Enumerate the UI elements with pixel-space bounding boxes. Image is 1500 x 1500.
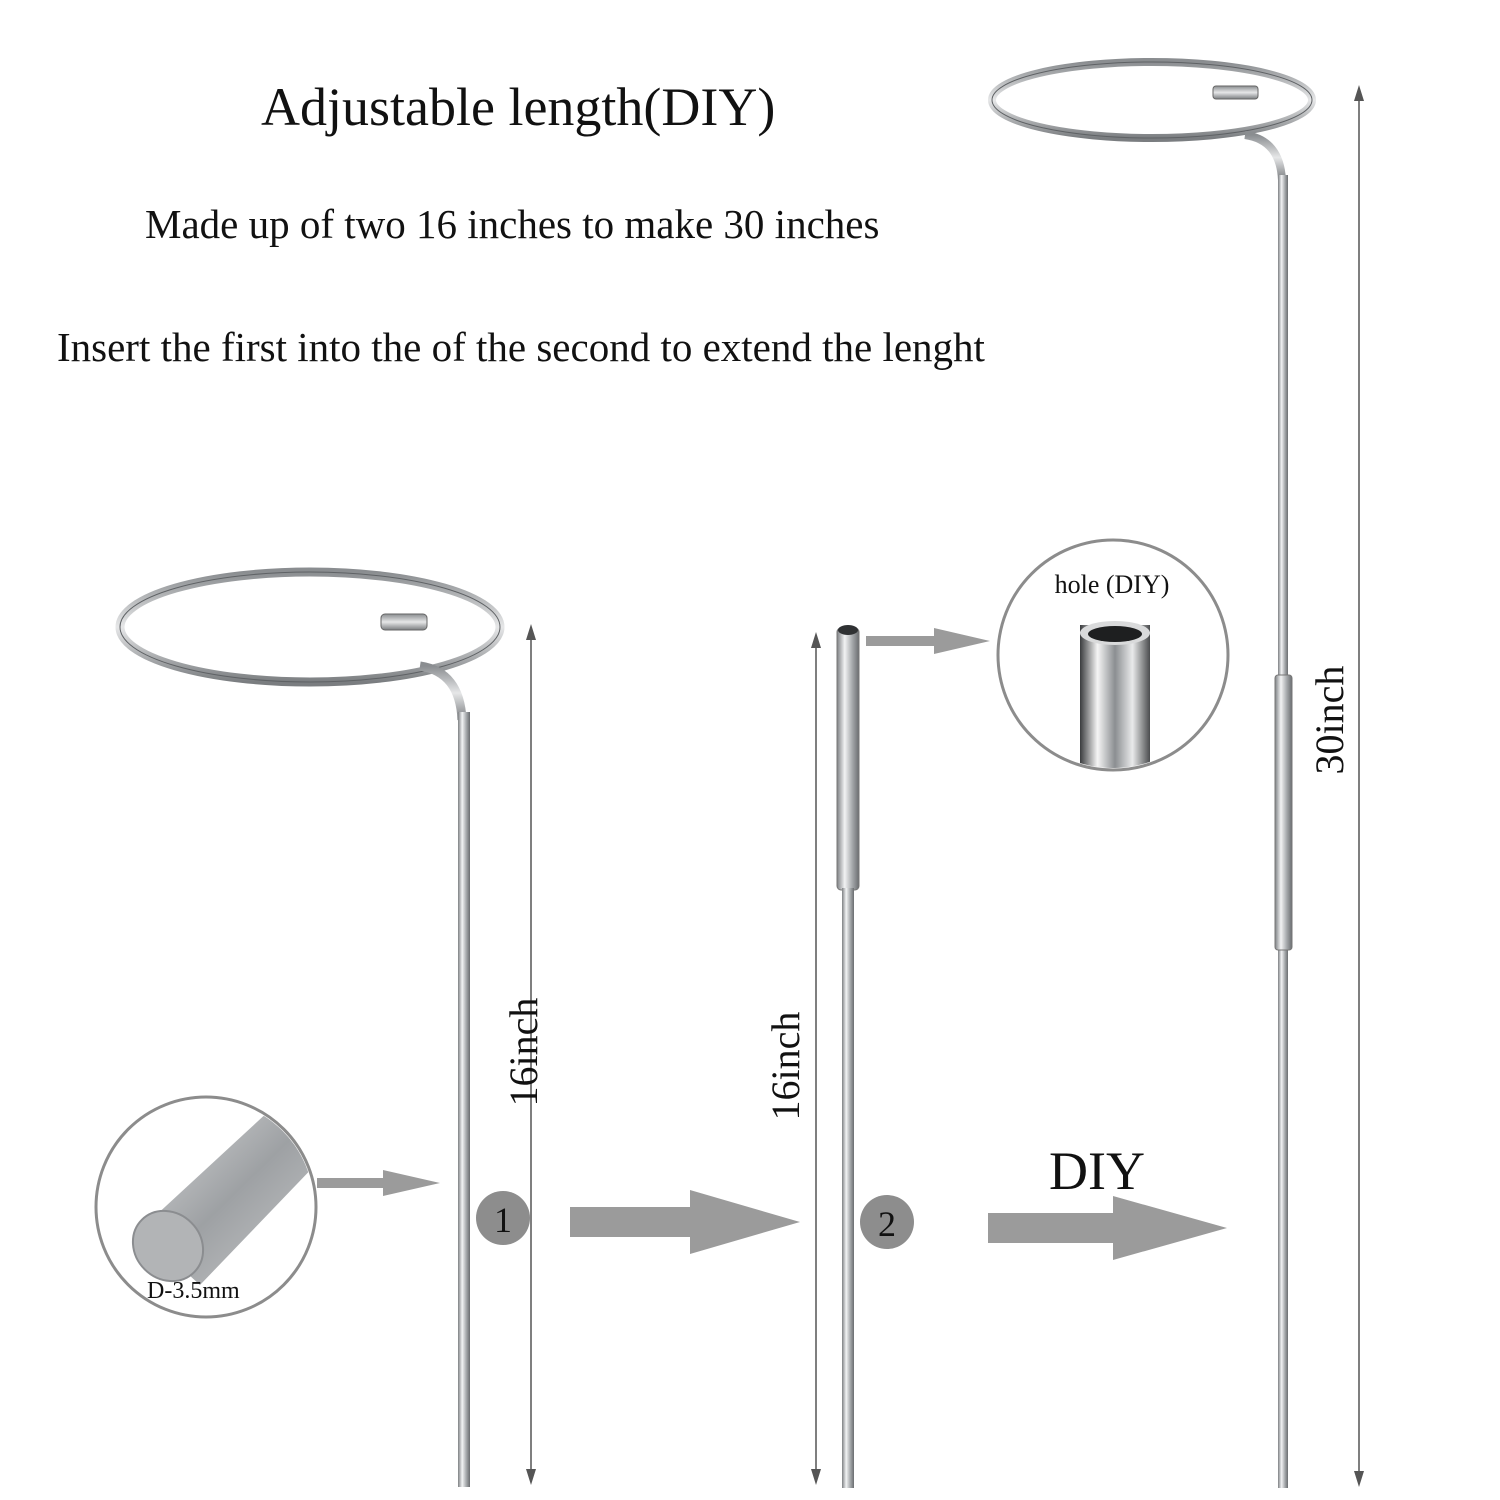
- stake-2-length-label: 16inch: [763, 1012, 808, 1121]
- zoom-arrow-2: [866, 628, 990, 654]
- dimension-stake-1: 16inch: [501, 624, 546, 1485]
- hole-zoom: hole (DIY): [996, 538, 1230, 772]
- diameter-zoom: D-3.5mm: [94, 1095, 318, 1319]
- stake-2: [836, 625, 860, 1488]
- stake-2-rod: [842, 888, 854, 1488]
- step-arrow-1: [570, 1190, 800, 1254]
- step-1-label: 1: [494, 1200, 512, 1240]
- stake-2-sleeve: [836, 627, 860, 891]
- combined-length-label: 30inch: [1307, 666, 1352, 775]
- hole-label: hole (DIY): [1055, 570, 1170, 599]
- diy-arrow: DIY: [988, 1141, 1227, 1260]
- dimension-combined: 30inch: [1307, 85, 1364, 1487]
- combined-stake: [988, 58, 1316, 1488]
- page-title: Adjustable length(DIY): [261, 77, 776, 137]
- dimension-stake-2: 16inch: [763, 632, 821, 1485]
- step-badge-2: 2: [860, 1195, 914, 1249]
- subtitle-line: Made up of two 16 inches to make 30 inch…: [145, 201, 880, 247]
- combined-stake-joint: [1274, 674, 1293, 951]
- stake-1-length-label: 16inch: [501, 998, 546, 1107]
- zoom-arrow-1: [317, 1170, 440, 1196]
- instruction-line: Insert the first into the of the second …: [57, 324, 985, 370]
- combined-stake-ring: [988, 58, 1316, 142]
- stake-1-rod: [458, 712, 470, 1487]
- diy-label: DIY: [1049, 1141, 1145, 1201]
- diameter-label: D-3.5mm: [147, 1278, 240, 1304]
- step-2-label: 2: [878, 1204, 896, 1244]
- stake-1: [115, 567, 505, 1487]
- step-badge-1: 1: [476, 1191, 530, 1245]
